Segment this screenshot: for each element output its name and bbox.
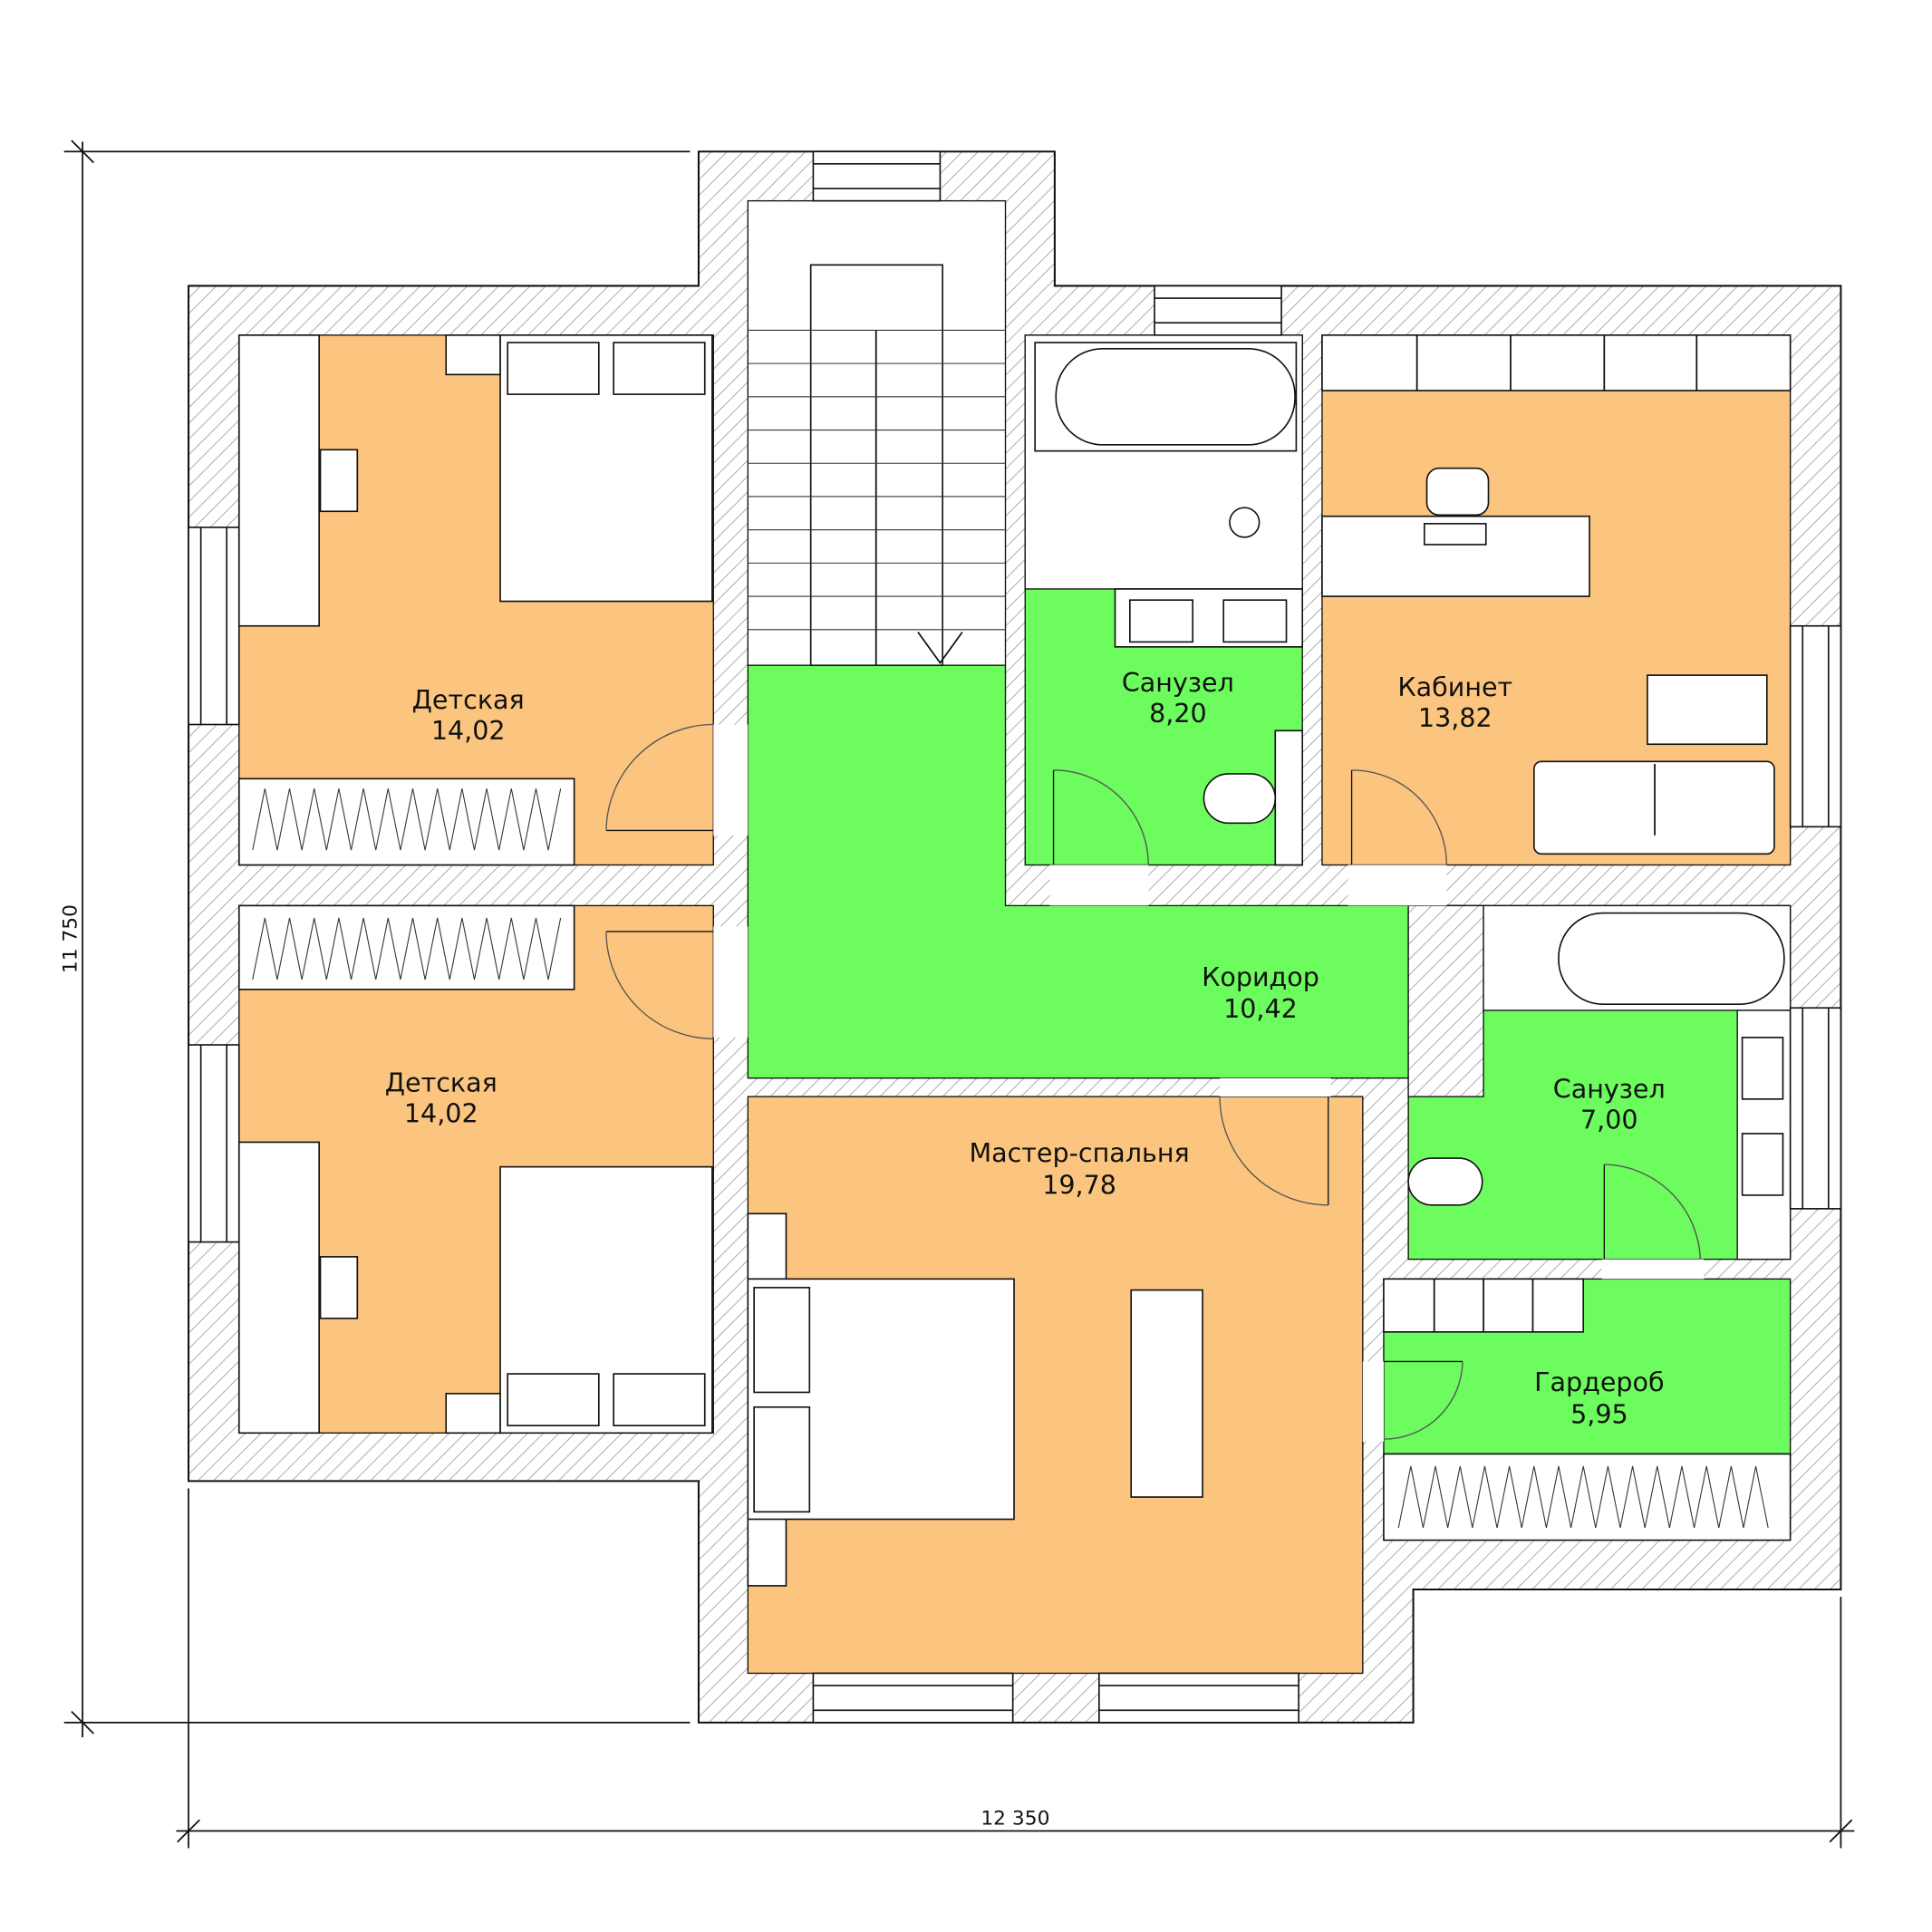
room-name: Детская bbox=[385, 1067, 497, 1098]
room-label-bath2: Санузел 7,00 bbox=[1553, 1073, 1666, 1135]
wall-segment bbox=[1407, 904, 1484, 1097]
dimension-height: 11 750 bbox=[59, 140, 691, 1738]
tv-stand bbox=[1130, 1289, 1203, 1498]
room-label-wardrobe: Гардероб 5,95 bbox=[1534, 1367, 1665, 1429]
sink-icon bbox=[1741, 1133, 1784, 1196]
chair-icon bbox=[1425, 467, 1490, 517]
side-table bbox=[1647, 674, 1768, 746]
sink-icon bbox=[1741, 1037, 1784, 1100]
room-area: 5,95 bbox=[1570, 1398, 1628, 1429]
furniture-children-top bbox=[237, 334, 713, 866]
room-label-master: Мастер-спальня 19,78 bbox=[969, 1137, 1189, 1200]
room-area: 7,00 bbox=[1580, 1104, 1638, 1135]
shelves bbox=[1321, 334, 1792, 391]
furniture-master bbox=[747, 1212, 1203, 1587]
dimension-width: 12 350 bbox=[176, 1488, 1855, 1849]
stair-direction-arrow-icon bbox=[917, 632, 963, 665]
room-name: Мастер-спальня bbox=[969, 1137, 1189, 1168]
furniture-office bbox=[1321, 334, 1792, 855]
room-area: 19,78 bbox=[1042, 1170, 1116, 1201]
toilet-icon bbox=[1407, 1157, 1483, 1206]
room-area: 14,02 bbox=[404, 1098, 478, 1129]
room-name: Санузел bbox=[1122, 667, 1234, 698]
room-label-children-bottom: Детская 14,02 bbox=[385, 1067, 497, 1129]
shower-icon bbox=[1229, 507, 1261, 538]
toilet-icon bbox=[1203, 773, 1277, 825]
dimension-width-label: 12 350 bbox=[980, 1808, 1049, 1831]
desk bbox=[237, 334, 320, 627]
room-name: Коридор bbox=[1202, 961, 1319, 992]
furniture-children-bottom bbox=[237, 904, 713, 1435]
room-label-office: Кабинет 13,82 bbox=[1397, 671, 1512, 733]
wardrobe-rail bbox=[1383, 1453, 1792, 1541]
room-area: 14,02 bbox=[431, 715, 506, 746]
furniture-bath2 bbox=[1407, 912, 1785, 1206]
room-area: 10,42 bbox=[1223, 993, 1298, 1024]
room-label-children-top: Детская 14,02 bbox=[412, 684, 525, 746]
bathtub-icon bbox=[1055, 347, 1296, 446]
room-label-corridor: Коридор 10,42 bbox=[1202, 961, 1319, 1024]
room-name: Санузел bbox=[1553, 1073, 1666, 1104]
dimension-height-label: 11 750 bbox=[59, 904, 82, 973]
room-name: Кабинет bbox=[1397, 671, 1512, 702]
bathtub-icon bbox=[1558, 912, 1785, 1005]
room-name: Гардероб bbox=[1534, 1367, 1665, 1397]
staircase bbox=[748, 264, 1006, 667]
room-name: Детская bbox=[412, 684, 525, 715]
furniture-bath1 bbox=[1034, 342, 1304, 866]
desk bbox=[237, 1141, 320, 1435]
room-label-bath1: Санузел 8,20 bbox=[1122, 667, 1234, 729]
chair-icon bbox=[319, 1256, 359, 1319]
room-area: 8,20 bbox=[1149, 698, 1207, 729]
keyboard-icon bbox=[1423, 523, 1487, 546]
furniture-wardrobe bbox=[1383, 1278, 1792, 1541]
windows bbox=[188, 150, 1842, 1724]
doors[interactable] bbox=[605, 723, 1705, 1442]
chair-icon bbox=[319, 449, 359, 513]
room-area: 13,82 bbox=[1418, 702, 1492, 733]
